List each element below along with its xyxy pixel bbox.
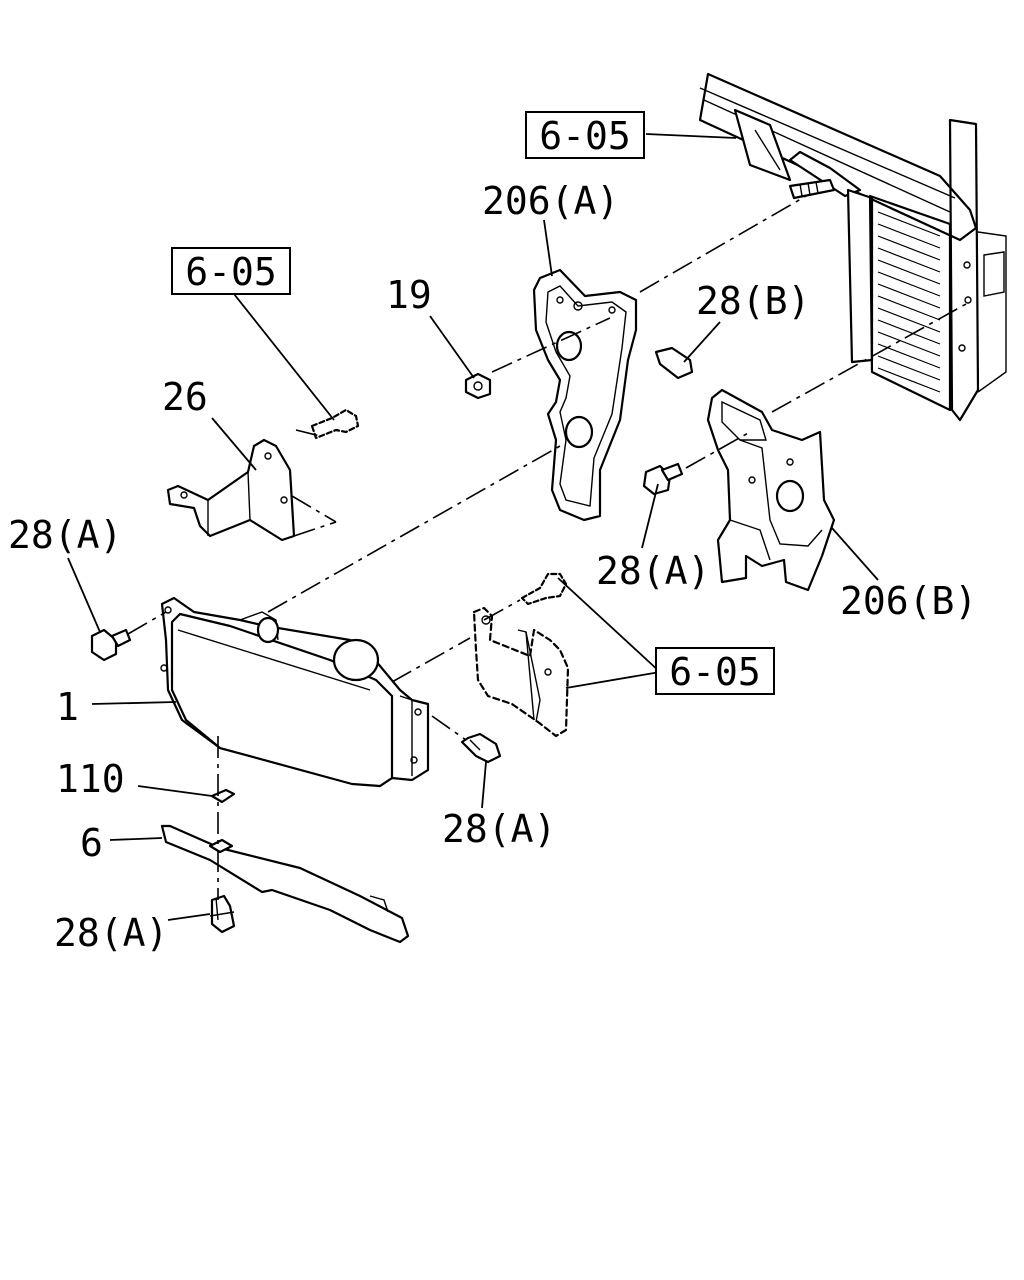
ref-box-6-05-left[interactable]: 6-05: [171, 247, 291, 295]
ref-box-label: 6-05: [185, 250, 277, 294]
callout-labels: 206(A) 19 28(B) 26 28(A) 28(A) 206(B) 1 …: [8, 179, 977, 955]
callout-206b: 206(B): [840, 579, 977, 623]
callout-206a: 206(A): [482, 179, 619, 223]
bracket-206a: [532, 268, 638, 522]
ref-box-6-05-top[interactable]: 6-05: [525, 111, 645, 159]
ref-box-label: 6-05: [669, 650, 761, 694]
fog-lamp-assembly: [160, 596, 430, 788]
leader-lines: [67, 133, 879, 921]
bracket-26: [166, 438, 296, 542]
callout-28a-bottom: 28(A): [54, 911, 168, 955]
ref-box-label: 6-05: [539, 114, 631, 158]
callout-28b: 28(B): [696, 279, 810, 323]
assembly-centerlines: [127, 195, 967, 900]
callout-28a-left: 28(A): [8, 513, 122, 557]
clip-110: [208, 788, 236, 854]
callout-19: 19: [386, 273, 432, 317]
callout-6: 6: [80, 821, 103, 865]
radiator-support-frame: [698, 72, 1007, 422]
lower-strip-6: [160, 824, 410, 944]
bolt-6-05-upper-left: [310, 408, 360, 440]
ref-box-6-05-right[interactable]: 6-05: [655, 647, 775, 695]
bracket-206b: [706, 388, 836, 592]
bracket-6-05: [472, 606, 570, 738]
bolt-6-05-mid-right: [520, 572, 568, 606]
bolt-28b: [654, 346, 694, 380]
bolt-28a-right: [642, 462, 684, 496]
callout-1: 1: [56, 685, 79, 729]
callout-28a-right: 28(A): [596, 549, 710, 593]
nut-19: [464, 372, 492, 400]
callout-28a-mid: 28(A): [442, 807, 556, 851]
radiator-fins: [877, 211, 941, 393]
bolt-28a-mid-right: [460, 732, 502, 764]
callout-26: 26: [162, 375, 208, 419]
callout-110: 110: [56, 757, 125, 801]
stud-bolt: [788, 178, 836, 200]
bolt-28a-bottom: [209, 894, 236, 934]
bolt-28a-left: [90, 628, 132, 662]
